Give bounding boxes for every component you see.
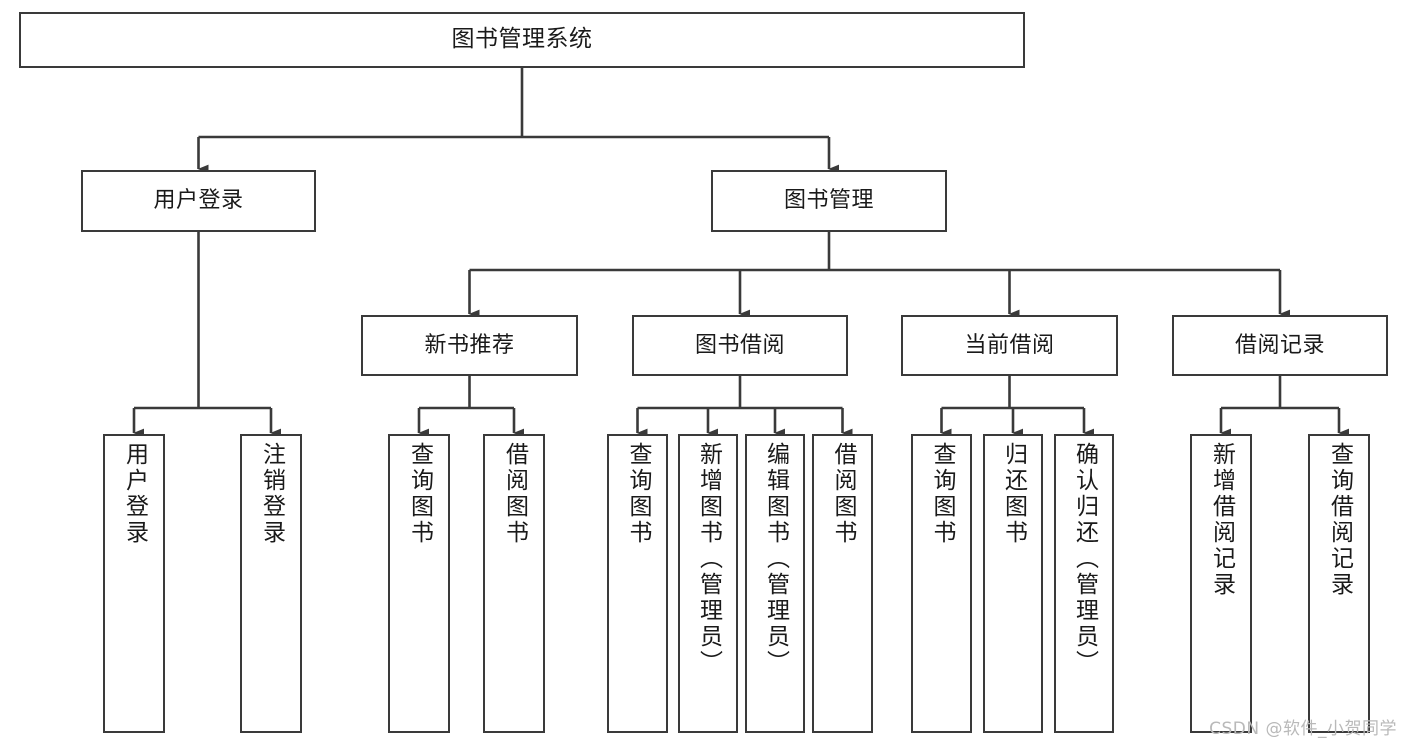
node-book-borrowing[interactable]: 图书借阅 <box>632 315 848 376</box>
leaf-user-login[interactable]: 用户登录 <box>103 434 165 733</box>
leaf-borrow-book-recommend[interactable]: 借阅图书 <box>483 434 545 733</box>
node-current-borrowing-label: 当前借阅 <box>964 332 1055 358</box>
node-book-borrowing-label: 图书借阅 <box>694 332 785 358</box>
leaf-query-book-borrowing[interactable]: 查询图书 <box>607 434 668 733</box>
node-root[interactable]: 图书管理系统 <box>19 12 1025 68</box>
leaf-query-borrow-record-label: 查询借阅记录 <box>1326 442 1353 598</box>
leaf-user-login-label: 用户登录 <box>121 442 148 546</box>
node-new-book-recommendation-label: 新书推荐 <box>424 332 515 358</box>
leaf-query-book-current-label: 查询图书 <box>929 442 955 546</box>
node-borrowing-record-label: 借阅记录 <box>1234 332 1325 358</box>
leaf-confirm-return-admin[interactable]: 确认归还（管理员） <box>1054 434 1114 733</box>
node-new-book-recommendation[interactable]: 新书推荐 <box>361 315 578 376</box>
leaf-return-book[interactable]: 归还图书 <box>983 434 1043 733</box>
leaf-borrow-book-label: 借阅图书 <box>830 442 856 546</box>
leaf-borrow-book-recommend-label: 借阅图书 <box>501 442 528 546</box>
watermark: CSDN @软件_小贺同学 <box>1209 719 1397 739</box>
node-user-login[interactable]: 用户登录 <box>81 170 316 232</box>
leaf-add-book-admin[interactable]: 新增图书（管理员） <box>678 434 738 733</box>
node-current-borrowing[interactable]: 当前借阅 <box>901 315 1118 376</box>
leaf-logout[interactable]: 注销登录 <box>240 434 302 733</box>
leaf-return-book-label: 归还图书 <box>1000 442 1027 546</box>
leaf-add-borrow-record-label: 新增借阅记录 <box>1208 442 1235 598</box>
leaf-edit-book-admin-label: 编辑图书（管理员） <box>762 442 789 676</box>
leaf-query-book-recommend-label: 查询图书 <box>406 442 433 546</box>
node-book-management[interactable]: 图书管理 <box>711 170 947 232</box>
node-book-management-label: 图书管理 <box>783 188 874 214</box>
node-user-login-label: 用户登录 <box>153 188 244 214</box>
leaf-add-book-admin-label: 新增图书（管理员） <box>695 442 722 676</box>
leaf-add-borrow-record[interactable]: 新增借阅记录 <box>1190 434 1252 733</box>
leaf-logout-label: 注销登录 <box>258 442 285 546</box>
leaf-confirm-return-admin-label: 确认归还（管理员） <box>1071 442 1098 676</box>
leaf-query-book-recommend[interactable]: 查询图书 <box>388 434 450 733</box>
leaf-query-book-borrowing-label: 查询图书 <box>625 442 651 546</box>
node-root-label: 图书管理系统 <box>451 26 593 53</box>
node-borrowing-record[interactable]: 借阅记录 <box>1172 315 1388 376</box>
leaf-edit-book-admin[interactable]: 编辑图书（管理员） <box>745 434 805 733</box>
leaf-query-book-current[interactable]: 查询图书 <box>911 434 972 733</box>
leaf-query-borrow-record[interactable]: 查询借阅记录 <box>1308 434 1370 733</box>
leaf-borrow-book[interactable]: 借阅图书 <box>812 434 873 733</box>
